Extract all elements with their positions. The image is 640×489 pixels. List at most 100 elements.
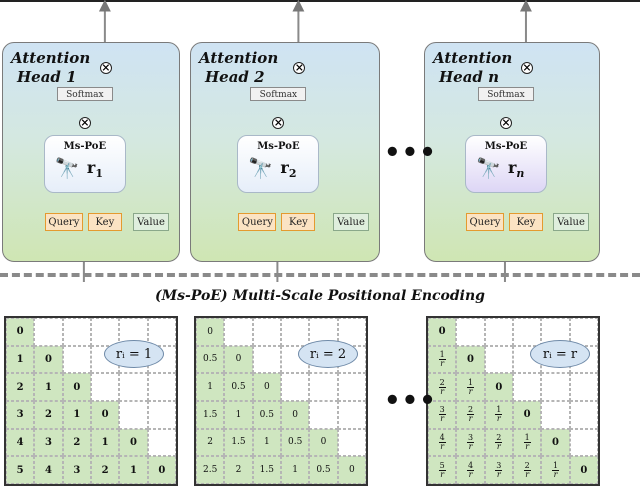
section-caption: (Ms-PoE) Multi-Scale Positional Encoding [155, 288, 485, 304]
query-box: Query [238, 213, 277, 231]
matrix-cell: 2 [6, 373, 35, 401]
matrix-cell: 3 [34, 428, 63, 457]
matrix-cell: 0 [513, 400, 542, 429]
fraction-denominator: r [496, 414, 501, 424]
matrix-cell: 1.5 [252, 456, 281, 484]
matrix-cell: 4 [34, 456, 63, 484]
fraction-denominator: r [553, 469, 558, 479]
fraction-numerator: 4 [438, 432, 446, 443]
head-title-line2: Head 1 [17, 68, 77, 86]
separator-dashed-line [0, 273, 640, 277]
matrix-cell: 0 [91, 400, 120, 429]
matrix-cell: 1.5 [224, 428, 253, 457]
top-rule [0, 0, 640, 2]
matrix-cell: 2 [34, 400, 63, 429]
head-title-line2: Head 2 [205, 68, 265, 86]
matrix-cell: 1 [62, 400, 91, 429]
scale-subscript: 1 [95, 167, 103, 181]
fraction-denominator: r [440, 469, 445, 479]
telescope-icon: 🔭 [248, 156, 274, 180]
matrix-cell: 0 [569, 456, 598, 484]
matrix-cell [119, 400, 148, 429]
matrix-cell [541, 400, 570, 429]
matrix-cell: 3 [62, 456, 91, 484]
head-title-line2: Head n [439, 68, 500, 86]
matrix-cell [569, 428, 598, 457]
matrix-cell: 0 [541, 428, 570, 457]
matrix-cell: 2 [224, 456, 253, 484]
scale-variable: rn [508, 158, 524, 180]
scale-subscript: 2 [288, 167, 297, 181]
fraction-numerator: 1 [551, 460, 560, 471]
matrix-cell: 0 [224, 345, 253, 374]
fraction-denominator: r [468, 414, 473, 424]
ms-poe-module: Ms-PoE🔭r2 [237, 135, 320, 193]
fraction-numerator: 5 [438, 460, 446, 471]
scale-subscript: n [516, 167, 525, 181]
matrix-cell: 0 [484, 373, 513, 401]
fraction-numerator: 2 [438, 377, 446, 388]
matrix-cell: 0 [309, 428, 338, 457]
matrix-cell [337, 400, 366, 429]
ms-poe-module: Ms-PoE🔭rn [464, 135, 547, 193]
matrix-cell [337, 428, 366, 457]
fraction-numerator: 2 [466, 405, 475, 416]
ms-poe-label: Ms-PoE [484, 141, 528, 152]
fraction-numerator: 1 [438, 349, 446, 360]
matrix-cell: 0.5 [224, 373, 253, 401]
fraction-numerator: 3 [438, 405, 446, 416]
matrix-cell: 0 [281, 400, 310, 429]
matrix-cell: 0 [6, 318, 35, 346]
fraction-numerator: 2 [495, 432, 503, 443]
fraction-denominator: r [440, 386, 445, 396]
multiply-icon: × [78, 116, 91, 129]
matrix-cell [569, 400, 598, 429]
matrix-cell: 1 [119, 456, 148, 484]
query-box: Query [465, 213, 504, 231]
key-box: Key [508, 213, 543, 231]
matrix-cell: 0 [147, 456, 176, 484]
matrix-cell: 2 [196, 428, 225, 457]
fraction-denominator: r [468, 469, 473, 479]
key-box: Key [281, 213, 316, 231]
matrix-cell [569, 373, 598, 401]
matrix-cell [309, 400, 338, 429]
matrix-cell [513, 373, 542, 401]
multiply-icon: × [99, 61, 112, 74]
matrix-cell [484, 318, 513, 346]
fraction-denominator: r [496, 441, 501, 451]
matrix-cell [119, 373, 148, 401]
matrix-cell: 1.5 [196, 400, 225, 429]
fraction-denominator: r [496, 469, 501, 479]
matrix-cell [62, 345, 91, 374]
matrix-cell: 0 [34, 345, 63, 374]
matrix-cell: 0 [196, 318, 225, 346]
fraction-denominator: r [525, 441, 530, 451]
matrix-cell: 3 [6, 400, 35, 429]
matrix-cell: 2.5 [196, 456, 225, 484]
matrix-cell [91, 318, 120, 346]
matrix-cell: 0 [337, 456, 366, 484]
query-box: Query [44, 213, 83, 231]
matrix-cell: 0 [62, 373, 91, 401]
fraction-denominator: r [525, 469, 530, 479]
ms-poe-label: Ms-PoE [63, 141, 107, 152]
matrix-cell [252, 318, 281, 346]
